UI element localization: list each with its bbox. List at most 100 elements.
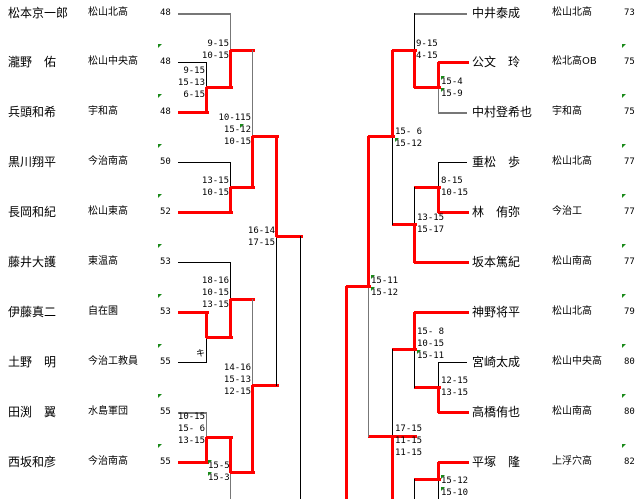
match-score: 13-15 — [201, 300, 229, 310]
left-player-seed: 55 — [160, 457, 171, 467]
note-flag-icon — [417, 350, 421, 354]
winner-line — [252, 384, 279, 387]
winner-line — [367, 136, 370, 287]
match-score: 10-115 — [218, 113, 251, 123]
left-player-school: 水島軍団 — [88, 406, 128, 417]
left-player-name[interactable]: 田渕 翼 — [8, 405, 57, 419]
winner-line — [392, 49, 417, 52]
match-score: 15-9 — [441, 89, 463, 99]
bracket-line — [252, 50, 253, 137]
bracket-line — [178, 362, 207, 363]
bracket-line — [438, 362, 439, 388]
left-player-name[interactable]: 西坂和彦 — [8, 455, 57, 469]
note-flag-icon — [441, 88, 445, 92]
winner-line — [251, 136, 254, 188]
bracket-line — [206, 62, 207, 88]
match-score: 10-15 — [201, 188, 229, 198]
right-player-name[interactable]: 坂本篤紀 — [472, 255, 521, 269]
winner-line — [392, 348, 417, 351]
winner-line — [206, 336, 233, 339]
right-player-name[interactable]: 神野将平 — [472, 305, 521, 319]
bracket-line — [178, 262, 231, 263]
right-player-name[interactable]: 中井泰成 — [472, 6, 521, 20]
match-score: 15- 8 — [417, 327, 445, 337]
note-flag-icon — [622, 244, 626, 248]
winner-line — [413, 224, 416, 263]
note-flag-icon — [240, 124, 244, 128]
match-score: 13-15 — [201, 176, 229, 186]
right-player-name[interactable]: 重松 歩 — [472, 155, 521, 169]
note-flag-icon — [622, 94, 626, 98]
match-score: 9-15 — [207, 39, 229, 49]
winner-line — [252, 135, 279, 138]
left-player-seed: 48 — [160, 57, 171, 67]
winner-line — [437, 187, 440, 213]
right-player-name[interactable]: 平塚 隆 — [472, 455, 521, 469]
right-player-school: 上浮穴高 — [552, 456, 592, 467]
note-flag-icon — [208, 472, 212, 476]
winner-line — [178, 111, 209, 114]
match-score: 8-15 — [441, 176, 463, 186]
left-player-name[interactable]: 伊藤真二 — [8, 305, 57, 319]
match-score: 13-15 — [441, 388, 469, 398]
bracket-line — [414, 187, 415, 225]
bracket-line — [414, 13, 467, 15]
note-flag-icon — [622, 294, 626, 298]
left-player-school: 松山中央高 — [88, 56, 138, 67]
left-player-seed: 53 — [160, 307, 171, 317]
winner-line — [392, 435, 417, 438]
match-score: 4-15 — [416, 51, 438, 61]
match-score: 15-12 — [441, 476, 469, 486]
right-player-school: 松山南高 — [552, 256, 592, 267]
left-player-seed: 55 — [160, 407, 171, 417]
right-player-name[interactable]: 林 侑弥 — [472, 205, 521, 219]
right-player-seed: 80 — [624, 357, 635, 367]
winner-line — [275, 136, 278, 237]
match-score: 17-15 — [395, 424, 423, 434]
left-player-name[interactable]: 松本京一郎 — [8, 6, 69, 20]
bracket-line — [178, 13, 231, 15]
note-flag-icon — [208, 460, 212, 464]
match-score: 15- 6 — [395, 127, 423, 137]
match-score: 10-15 — [201, 51, 229, 61]
left-player-name[interactable]: 藤井大護 — [8, 255, 57, 269]
right-player-name[interactable]: 公文 玲 — [472, 55, 521, 69]
note-flag-icon — [441, 76, 445, 80]
note-flag-icon — [371, 275, 375, 279]
winner-line — [414, 386, 441, 389]
right-player-school: 松山南高 — [552, 406, 592, 417]
left-player-name[interactable]: 瀧野 佑 — [8, 55, 57, 69]
winner-line — [414, 186, 441, 189]
bracket-line — [230, 262, 231, 300]
note-flag-icon — [158, 244, 162, 248]
right-player-name[interactable]: 中村登希也 — [472, 105, 533, 119]
right-player-name[interactable]: 高橋侑也 — [472, 405, 521, 419]
winner-line — [229, 187, 232, 213]
left-player-seed: 50 — [160, 157, 171, 167]
note-flag-icon — [158, 294, 162, 298]
left-player-school: 松山北高 — [88, 7, 128, 18]
bracket-line — [178, 62, 207, 63]
right-player-school: 今治工 — [552, 206, 582, 217]
note-flag-icon — [622, 194, 626, 198]
winner-line — [229, 437, 232, 473]
match-score: 11-15 — [395, 436, 423, 446]
bracket-line — [178, 412, 207, 414]
right-player-seed: 82 — [624, 457, 635, 467]
left-player-seed: 53 — [160, 257, 171, 267]
left-player-school: 今治南高 — [88, 156, 128, 167]
note-flag-icon — [622, 394, 626, 398]
right-player-seed: 75 — [624, 57, 635, 67]
left-player-name[interactable]: 兵頭和希 — [8, 105, 57, 119]
left-player-name[interactable]: 土野 明 — [8, 355, 57, 369]
winner-line — [230, 298, 255, 301]
right-player-name[interactable]: 宮崎太成 — [472, 355, 521, 369]
note-flag-icon — [622, 344, 626, 348]
right-player-seed: 80 — [624, 407, 635, 417]
match-score: 15-11 — [417, 351, 445, 361]
note-flag-icon — [622, 444, 626, 448]
left-player-name[interactable]: 黒川翔平 — [8, 155, 57, 169]
left-player-seed: 48 — [160, 107, 171, 117]
left-player-name[interactable]: 長岡和紀 — [8, 205, 57, 219]
match-score: 15-17 — [417, 225, 445, 235]
